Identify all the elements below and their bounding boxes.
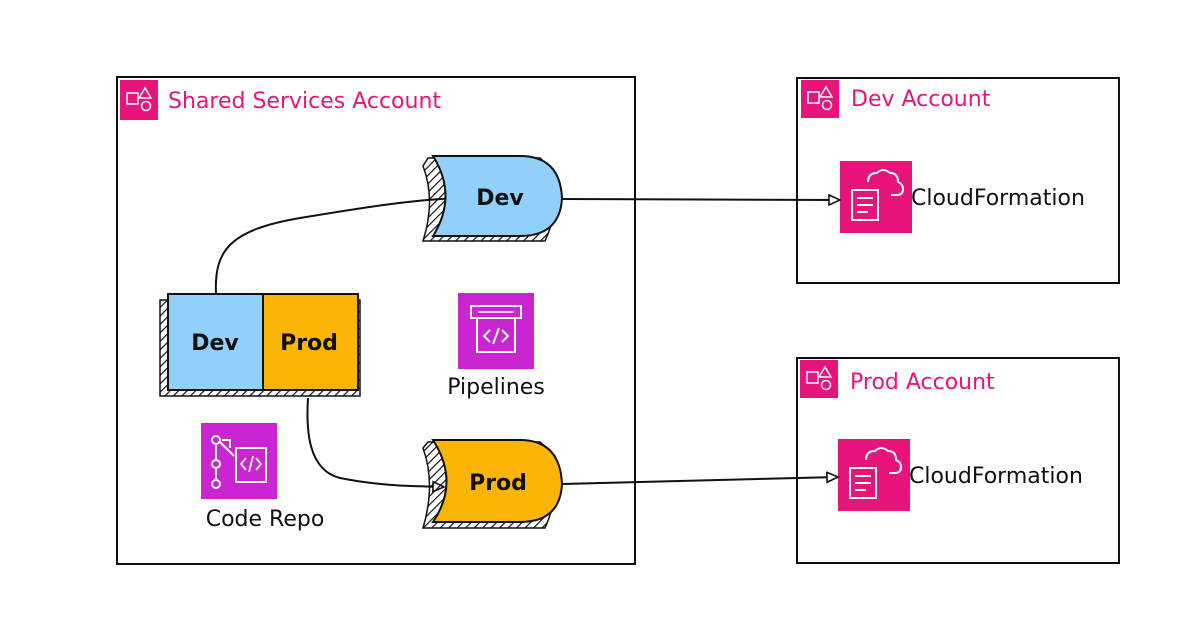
shared-services-account-title: Shared Services Account <box>168 89 441 114</box>
stage-prod-to-prod-cloudformation-arrow <box>561 477 838 485</box>
prod-account-border <box>796 357 1120 564</box>
stage-prod-shape <box>431 439 564 523</box>
branch-dev-cell <box>167 293 264 391</box>
stage-dev-shape <box>431 155 564 237</box>
branch-prod-to-stage-prod-arrow <box>306 397 444 487</box>
stage-dev: Dev <box>421 155 564 242</box>
branch-prod-cell <box>262 293 359 391</box>
cloudformation-icon <box>840 161 912 233</box>
account-group-icon <box>120 80 158 120</box>
codecommit-icon <box>201 423 277 499</box>
stage-prod: Prod <box>421 439 564 529</box>
account-group-icon <box>801 80 839 118</box>
shared-services-account-group: Shared Services Account <box>116 76 636 565</box>
cloudformation-icon <box>838 439 910 511</box>
code-repo-service: Code Repo <box>201 423 324 532</box>
prod-cloudformation-label: CloudFormation <box>909 464 1083 489</box>
stage-dev-to-dev-cloudformation-arrow <box>561 199 840 200</box>
branch-prod-label: Prod <box>280 331 338 356</box>
dev-account-group: Dev Account CloudFormation <box>796 77 1120 284</box>
codepipeline-icon <box>458 293 534 369</box>
branch-dev-label: Dev <box>191 331 239 356</box>
stage-prod-label: Prod <box>469 471 527 496</box>
dev-account-border <box>796 77 1120 284</box>
prod-account-title: Prod Account <box>850 370 995 395</box>
pipelines-label: Pipelines <box>447 375 545 400</box>
dev-cloudformation-label: CloudFormation <box>911 186 1085 211</box>
connectors <box>214 198 840 487</box>
stage-dev-label: Dev <box>476 186 524 211</box>
branch-dev-to-stage-dev-arrow <box>214 198 458 295</box>
account-group-icon <box>800 360 838 398</box>
branch-block: Dev Prod <box>159 293 361 397</box>
code-repo-label: Code Repo <box>206 507 325 532</box>
pipelines-service: Pipelines <box>447 293 545 400</box>
shared-services-account-border <box>116 76 636 565</box>
prod-account-group: Prod Account CloudFormation <box>796 357 1120 564</box>
dev-account-title: Dev Account <box>851 87 991 112</box>
